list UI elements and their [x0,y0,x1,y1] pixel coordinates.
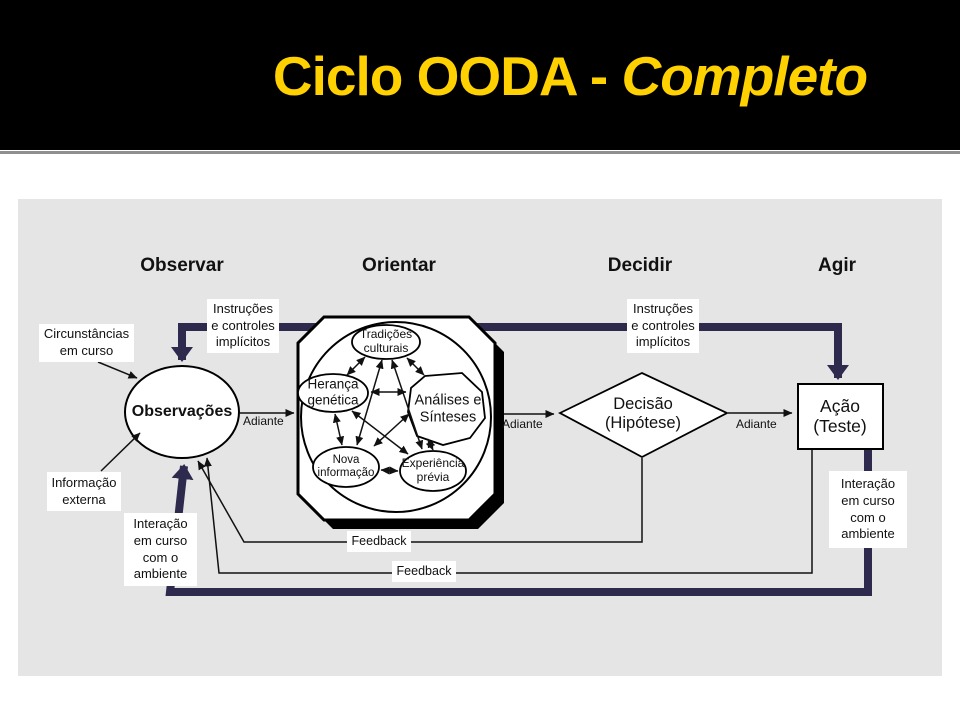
experiencia-label: Experiência prévia [401,456,465,484]
implicit-guidance-flow-line [171,323,849,380]
acao-box [797,383,884,450]
feedback-line-decisao [197,458,643,543]
acao-label: Ação (Teste) [813,395,867,436]
column-header-observar: Observar [140,255,224,276]
experiencia-ellipse [399,450,467,492]
heranca-label: Herança genética [307,376,359,407]
main-loop-flow-line [165,447,872,596]
decisao-diamond [558,372,730,459]
observacoes-ellipse [124,365,240,459]
decisao-label: Decisão (Hipótese) [604,395,682,432]
column-header-agir: Agir [818,255,856,276]
circunstancias-label: Circunstâncias em curso [39,324,134,362]
column-header-orientar: Orientar [362,255,436,276]
analises-label: Análises e Sínteses [414,392,482,425]
tradicoes-ellipse [351,324,421,360]
informacao-externa-label: Informação externa [47,472,121,511]
informacao-externa-arrow [100,432,141,472]
adiante-label-3: Adiante [736,417,777,431]
slide-header: Ciclo OODA - Completo [0,0,960,150]
observacoes-label: Observações [131,402,233,420]
feedback-label-1: Feedback [347,531,411,552]
ooda-diagram-canvas [97,315,884,596]
nova-informacao-ellipse [312,446,380,488]
ooda-diagram-panel: Observar Orientar Decidir Agir Circunstâ… [18,199,942,676]
tradicoes-label: Tradições culturais [359,327,413,355]
interacao-label-right: Interação em curso com o ambiente [829,471,907,548]
adiante-label-2: Adiante [502,417,543,431]
column-header-decidir: Decidir [607,255,673,276]
feedback-line-acao [203,450,813,574]
slide-title-emphasis: Completo [621,45,868,107]
nova-informacao-label: Nova informação [317,453,375,479]
interacao-label-left: Interação em curso com o ambiente [124,513,197,586]
adiante-label-1: Adiante [243,414,284,428]
slide-title-main: Ciclo OODA - [272,45,622,107]
feedback-label-2: Feedback [392,561,456,582]
instrucoes-label-right: Instruções e controles implícitos [627,299,699,353]
orientar-interaction-arrows [332,356,436,475]
instrucoes-label-left: Instruções e controles implícitos [207,299,279,353]
header-separator [0,150,960,158]
circunstancias-arrow [97,361,138,379]
slide-title: Ciclo OODA - Completo [190,44,950,108]
